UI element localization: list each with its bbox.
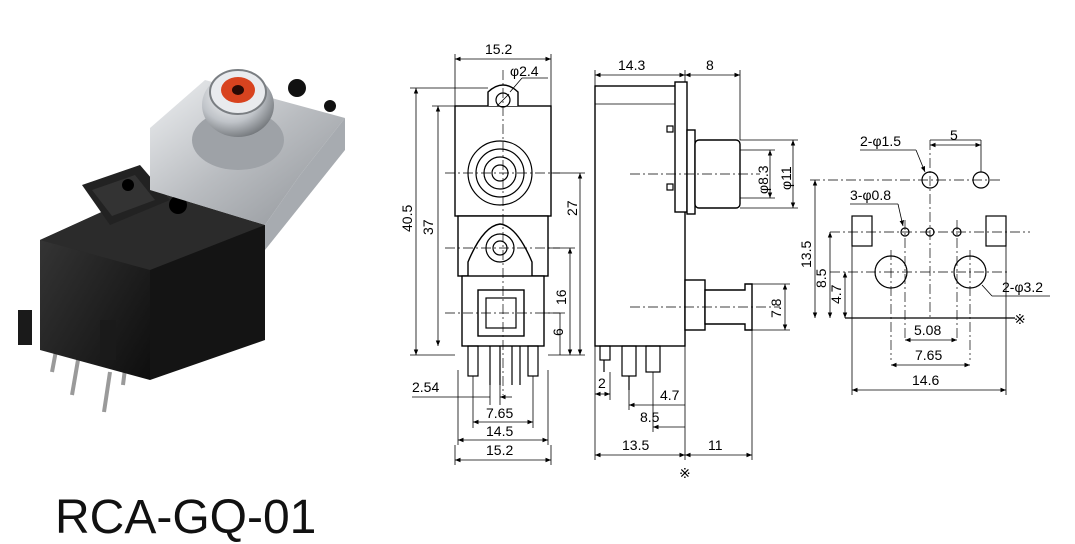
side-dim-jack-inner: φ8.3 — [755, 165, 771, 194]
product-photo — [18, 69, 345, 413]
side-dim-depth-bottom: 13.5 — [622, 437, 649, 453]
pcb-dim-pin-holes: 3-φ0.8 — [850, 187, 891, 203]
side-dim-pin-offset: 2 — [598, 375, 606, 391]
front-view: 15.2 φ2.4 40.5 37 27 16 6 2.54 7.65 — [399, 41, 585, 465]
side-body — [594, 85, 686, 347]
side-ref-mark: ※ — [679, 465, 691, 481]
side-notch — [666, 125, 674, 133]
front-dim-hole: φ2.4 — [510, 63, 539, 79]
pcb-dim-height-c: 4.7 — [828, 284, 844, 304]
side-dim-optical: 7.8 — [768, 298, 784, 318]
pcb-dim-height-a: 13.5 — [798, 241, 814, 268]
photo-rca-center — [232, 85, 244, 95]
front-dim-tab-span: 14.5 — [486, 423, 513, 439]
photo-body-top — [40, 190, 265, 270]
side-dim-jack-length: 8 — [706, 57, 714, 73]
pcb-pin-hole — [925, 227, 935, 237]
photo-bracket-hole — [324, 100, 336, 112]
front-dim-jack-bottom: 27 — [564, 200, 580, 216]
pcb-dim-large-holes: 2-φ3.2 — [1002, 279, 1043, 295]
front-dim-height-body: 37 — [420, 219, 436, 235]
photo-optical-window — [92, 175, 155, 216]
front-dim-optical-bottom: 16 — [553, 289, 569, 305]
front-dim-pin-pitch: 2.54 — [412, 379, 439, 395]
front-dim-height-total: 40.5 — [399, 205, 415, 232]
pcb-dim-span-b: 7.65 — [915, 347, 942, 363]
front-optical-housing — [467, 223, 533, 276]
photo-bracket-hole — [288, 79, 306, 97]
side-dim-jack-outer: φ11 — [778, 166, 794, 190]
photo-screw-hole — [169, 196, 187, 214]
front-dim-pin-span: 7.65 — [486, 405, 513, 421]
side-pins — [599, 345, 661, 390]
side-notch — [666, 183, 674, 191]
pcb-slot — [851, 215, 873, 247]
pcb-slot — [985, 215, 1007, 247]
front-dim-bottom-small: 6 — [550, 328, 566, 336]
pcb-dim-height-b: 8.5 — [813, 268, 829, 288]
pcb-dim-small-pitch: 5 — [950, 127, 958, 143]
pcb-dim-span-a: 5.08 — [914, 322, 941, 338]
model-title: RCA-GQ-01 — [55, 491, 316, 544]
photo-fin — [18, 310, 32, 345]
photo-metal-side — [265, 118, 345, 250]
pcb-layout: ※ 2-φ1.5 5 3-φ0.8 2-φ3.2 13.5 8.5 — [798, 127, 1050, 395]
pcb-dim-small-holes: 2-φ1.5 — [860, 133, 901, 149]
pcb-dim-span-c: 14.6 — [912, 372, 939, 388]
photo-optical-hole — [122, 179, 134, 191]
side-bracket — [674, 81, 688, 213]
front-dim-width-top: 15.2 — [485, 41, 512, 57]
side-dim-pin-a: 4.7 — [660, 387, 680, 403]
side-view: 14.3 8 φ8.3 φ11 7.8 2 4.7 8.5 13.5 11 ※ — [594, 57, 798, 481]
pcb-small-hole — [921, 171, 939, 189]
pcb-ref-mark: ※ — [1014, 311, 1026, 327]
side-jack-flange — [686, 129, 696, 215]
side-optical-base — [684, 279, 706, 331]
side-dim-protrusion: 11 — [708, 437, 723, 453]
side-dim-depth-top: 14.3 — [618, 57, 645, 73]
front-dim-width-bottom: 15.2 — [486, 442, 513, 458]
photo-fin — [100, 320, 116, 360]
side-dim-pin-b: 8.5 — [640, 409, 660, 425]
